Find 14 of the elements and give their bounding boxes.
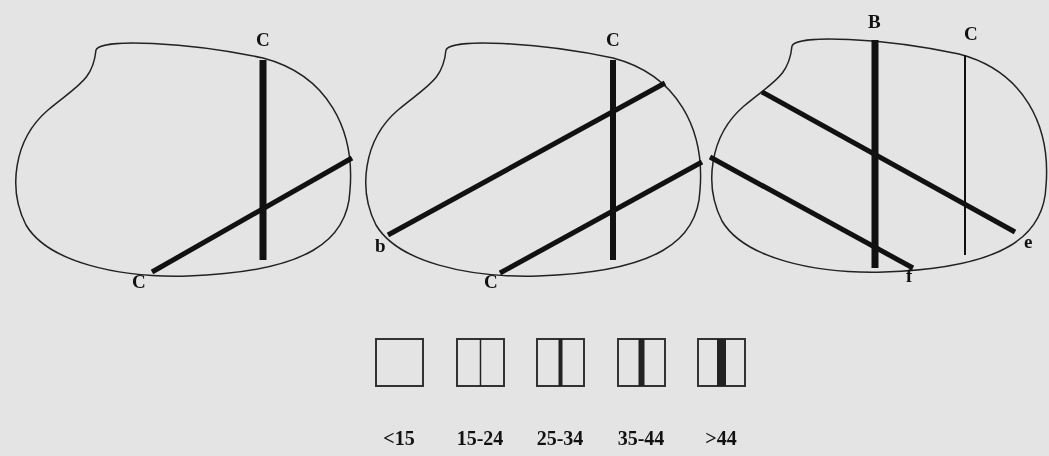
- fracture-label: b: [375, 236, 386, 255]
- fracture-label: C: [256, 30, 270, 49]
- fracture-label: C: [964, 24, 978, 43]
- fracture-label: f: [906, 266, 913, 285]
- fracture-label: C: [606, 30, 620, 49]
- fracture-label: C: [132, 272, 146, 291]
- legend-label: 15-24: [455, 428, 505, 448]
- fracture-label: C: [484, 272, 498, 291]
- fracture-label: e: [1024, 232, 1033, 251]
- legend-label: >44: [704, 428, 738, 448]
- legend-label: 35-44: [616, 428, 666, 448]
- legend-label: <15: [382, 428, 416, 448]
- fracture-label: B: [868, 12, 881, 31]
- legend-label: 25-34: [535, 428, 585, 448]
